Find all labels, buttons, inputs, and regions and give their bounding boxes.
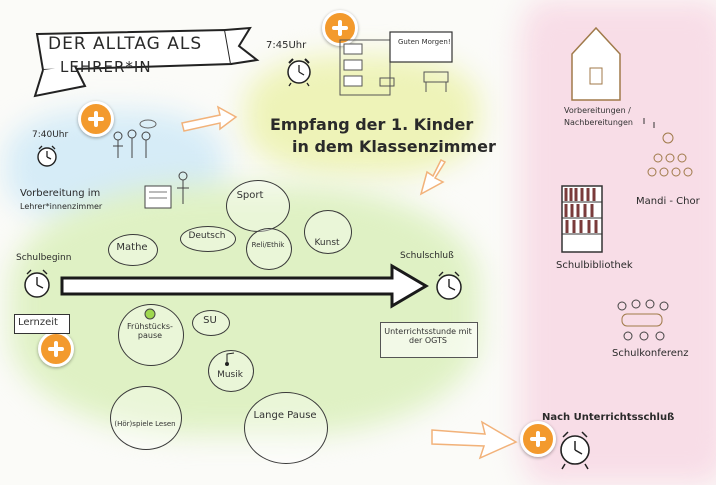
- classroom-sketch: [339, 31, 453, 96]
- alarm-clock-icon: [37, 145, 57, 167]
- after-prep-line1: Vorbereitungen /: [564, 106, 631, 115]
- subject-bubble[interactable]: [108, 234, 158, 266]
- choir-icon: [643, 118, 693, 177]
- banner-title-line2: LEHRER*IN: [60, 58, 152, 76]
- play-label: (Hör)spiele Lesen: [114, 420, 176, 428]
- after-school-lesson-box: [380, 322, 478, 358]
- subject-bubble[interactable]: [180, 226, 236, 252]
- choir-label: Mandi - Chor: [636, 196, 700, 207]
- long-break-bubble[interactable]: [244, 392, 328, 464]
- board-text: Guten Morgen!: [398, 38, 451, 46]
- end-label: Schulschluß: [400, 251, 454, 261]
- morning-time: 7:40Uhr: [32, 130, 69, 140]
- music-bubble[interactable]: [208, 350, 254, 392]
- music-note-icon: [225, 352, 235, 366]
- after-school-lesson: Unterrichtsstunde mit der OGTS: [384, 327, 472, 345]
- timeline-arrow: [60, 263, 429, 309]
- arrow-icon-arrival: [419, 158, 447, 196]
- subject-label: Reli/Ethik: [251, 241, 285, 249]
- after-prep-line2: Nachbereitungen: [564, 118, 633, 127]
- banner: [33, 26, 260, 98]
- alarm-clock-icon: [24, 269, 50, 298]
- music-label: Musik: [217, 370, 243, 380]
- lernzeit-label: Lernzeit: [18, 317, 58, 328]
- people-icon: [617, 299, 669, 341]
- su-bubble[interactable]: [192, 310, 230, 336]
- subject-label: Mathe: [116, 242, 148, 253]
- subject-label: Deutsch: [188, 231, 226, 241]
- long-break-label: Lange Pause: [253, 410, 317, 421]
- yellow-wash: [245, 55, 480, 175]
- alarm-clock-icon: [287, 58, 311, 87]
- su-label: SU: [203, 315, 217, 326]
- morning-prep-line1: Vorbereitung im: [20, 188, 101, 199]
- lernzeit-box[interactable]: [14, 314, 70, 334]
- copier-sketch: [144, 171, 189, 209]
- arrow-icon-banner: [181, 105, 238, 132]
- plus-icon-morning[interactable]: [78, 101, 114, 137]
- after-school-label: Nach Unterrichtsschluß: [542, 412, 675, 423]
- alarm-clock-icon: [436, 271, 462, 300]
- arrival-heading-line1: Empfang der 1. Kinder: [270, 115, 474, 134]
- arrow-icon-after: [431, 420, 518, 460]
- subject-label: Sport: [236, 190, 264, 201]
- subject-bubble[interactable]: [226, 180, 290, 232]
- people-icon: [113, 119, 157, 158]
- breakfast-label: Frühstücks-pause: [127, 322, 173, 340]
- apple-icon: [144, 308, 156, 320]
- play-bubble[interactable]: [110, 386, 182, 450]
- arrival-time: 7:45Uhr: [266, 40, 307, 51]
- subject-label: Kunst: [314, 238, 340, 248]
- start-label: Schulbeginn: [16, 253, 72, 263]
- house-icon: [571, 26, 621, 101]
- library-label: Schulbibliothek: [556, 260, 633, 271]
- morning-prep-line2: Lehrer*innenzimmer: [20, 202, 103, 211]
- banner-title-line1: DER ALLTAG ALS: [48, 34, 203, 54]
- plus-icon-after-school[interactable]: [520, 421, 556, 457]
- conference-label: Schulkonferenz: [612, 348, 689, 359]
- subject-bubble[interactable]: [304, 210, 352, 254]
- subject-bubble[interactable]: [246, 228, 292, 270]
- bookshelf-icon: [561, 185, 603, 253]
- arrival-heading-line2: in dem Klassenzimmer: [292, 137, 496, 156]
- alarm-clock-icon: [560, 431, 590, 470]
- plus-icon-lernzeit[interactable]: [38, 331, 74, 367]
